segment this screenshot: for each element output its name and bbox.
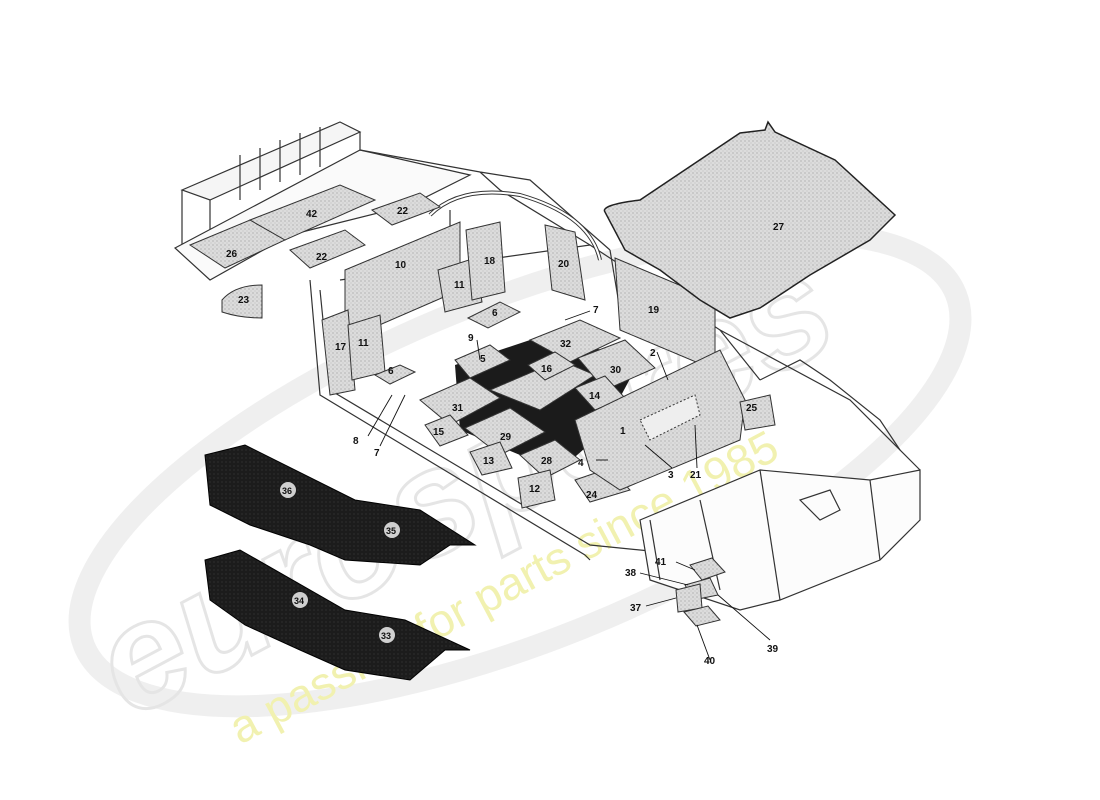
panel-31 <box>419 377 501 426</box>
callout-10: 10 <box>395 260 407 271</box>
panel-22b <box>370 192 442 226</box>
callout-30: 30 <box>610 365 622 376</box>
panel-42 <box>248 184 377 241</box>
callout-15: 15 <box>433 427 445 438</box>
callout-40: 40 <box>704 656 716 667</box>
callout-41: 41 <box>655 557 667 568</box>
callout-22a: 22 <box>316 252 328 263</box>
callout-34-circle <box>292 592 308 608</box>
callout-18: 18 <box>484 256 496 267</box>
leader-lines <box>367 310 771 661</box>
callout-28: 28 <box>541 456 553 467</box>
callout-38: 38 <box>625 568 637 579</box>
callout-32: 32 <box>560 339 572 350</box>
callout-1: 1 <box>620 426 626 437</box>
mat-36 <box>204 444 477 566</box>
callout-16: 16 <box>541 364 553 375</box>
callout-17: 17 <box>335 342 347 353</box>
callout-27: 27 <box>773 222 785 233</box>
callout-14: 14 <box>589 391 601 402</box>
callout-20: 20 <box>558 259 570 270</box>
callout-6b: 6 <box>388 366 394 377</box>
callout-22b: 22 <box>397 206 409 217</box>
mat-34 <box>204 549 471 681</box>
callout-31: 31 <box>452 403 464 414</box>
callout-24: 24 <box>586 490 598 501</box>
callout-6a: 6 <box>492 308 498 319</box>
callout-11a: 11 <box>358 338 369 349</box>
callout-13: 13 <box>483 456 495 467</box>
callout-26: 26 <box>226 249 238 260</box>
callout-21: 21 <box>690 470 702 481</box>
panel-12 <box>517 469 556 509</box>
panel-15 <box>424 414 469 447</box>
callout-34: 34 <box>294 596 304 606</box>
callout-35-circle <box>384 522 400 538</box>
callout-33: 33 <box>381 631 391 641</box>
floor-mats <box>204 444 477 681</box>
callout-4: 4 <box>578 458 584 469</box>
panel-16 <box>527 351 577 381</box>
panel-13 <box>469 441 513 476</box>
callout-23: 23 <box>238 295 250 306</box>
callout-33-circle <box>379 627 395 643</box>
bonnet-insulation-27 <box>603 120 897 319</box>
callout-29: 29 <box>500 432 512 443</box>
callout-9: 9 <box>468 333 474 344</box>
callout-19: 19 <box>648 305 660 316</box>
panel-23 <box>221 284 263 319</box>
callout-labels: 26 42 22 22 10 23 17 11 11 18 20 19 27 6… <box>226 206 785 667</box>
callout-7b: 7 <box>374 448 380 459</box>
watermark-swoosh <box>68 222 972 718</box>
callout-5: 5 <box>480 354 486 365</box>
callout-39: 39 <box>767 644 779 655</box>
callout-37: 37 <box>630 603 642 614</box>
callout-42: 42 <box>306 209 318 220</box>
callout-25: 25 <box>746 403 758 414</box>
panel-6a <box>466 301 522 329</box>
callout-36-circle <box>280 482 296 498</box>
panel-22a <box>289 229 366 269</box>
callout-12: 12 <box>529 484 541 495</box>
insulation-panels <box>188 184 776 509</box>
panel-20 <box>544 224 586 301</box>
callout-36: 36 <box>282 486 292 496</box>
bracket-41 <box>689 557 726 581</box>
bracket-40 <box>683 605 721 627</box>
panel-25 <box>739 394 776 431</box>
panel-6b <box>373 364 417 385</box>
callout-11b: 11 <box>454 280 465 291</box>
panel-28 <box>519 439 581 479</box>
small-brackets <box>675 557 726 627</box>
panel-18 <box>465 221 506 301</box>
panel-21 <box>639 394 701 441</box>
callout-8: 8 <box>353 436 359 447</box>
callout-2: 2 <box>650 348 656 359</box>
panel-17 <box>321 309 356 396</box>
callout-35: 35 <box>386 526 396 536</box>
callout-3: 3 <box>668 470 674 481</box>
callout-7a: 7 <box>593 305 599 316</box>
